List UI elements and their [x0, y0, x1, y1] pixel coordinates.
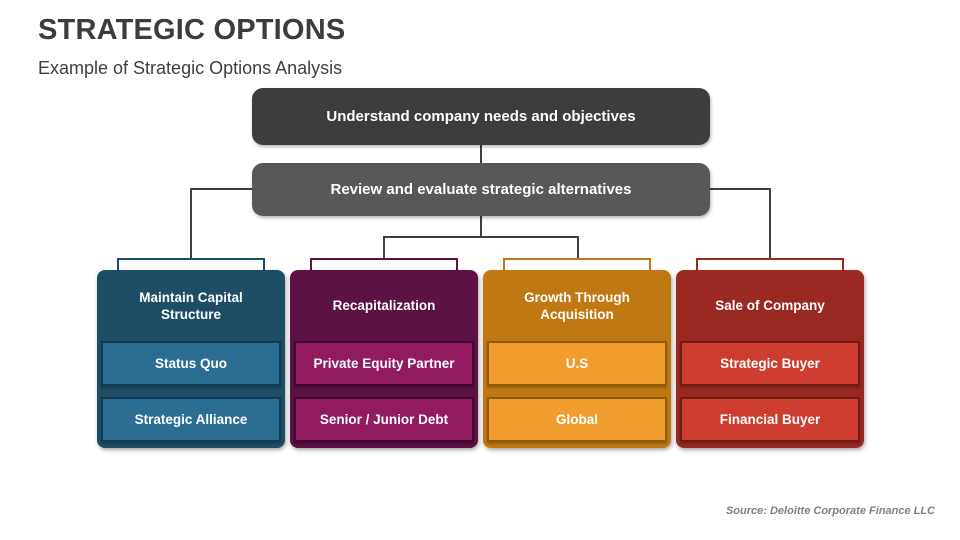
flow-step-understand-needs: Understand company needs and objectives	[252, 88, 710, 145]
column-box: Maintain Capital Structure Status Quo St…	[97, 270, 285, 448]
column-option: Status Quo	[101, 341, 281, 386]
page-subtitle: Example of Strategic Options Analysis	[38, 58, 343, 78]
column-option: Private Equity Partner	[294, 341, 474, 386]
source-note: Source: Deloitte Corporate Finance LLC	[725, 505, 935, 517]
column-option: Global	[487, 397, 667, 442]
page-title: STRATEGIC OPTIONS	[38, 14, 346, 46]
column-box: Recapitalization Private Equity Partner …	[290, 270, 478, 448]
connector-col3-vertical	[577, 236, 579, 259]
connector-col2-vertical	[383, 236, 385, 259]
column-box: Sale of Company Strategic Buyer Financia…	[676, 270, 864, 448]
column-title: Sale of Company	[715, 298, 825, 313]
column-option: U.S	[487, 341, 667, 386]
column-option: Strategic Buyer	[680, 341, 860, 386]
column-maintain-capital-structure: Maintain Capital Structure Status Quo St…	[97, 258, 285, 450]
connector-right-horizontal	[708, 188, 771, 190]
connector-right-vertical	[769, 188, 771, 259]
connector-step1-step2	[480, 145, 482, 163]
column-title: Growth Through Acquisition	[524, 289, 630, 322]
column-recapitalization: Recapitalization Private Equity Partner …	[290, 258, 478, 450]
connector-middle-vertical	[480, 216, 482, 238]
connector-left-vertical	[190, 188, 192, 259]
column-option: Senior / Junior Debt	[294, 397, 474, 442]
column-sale-of-company: Sale of Company Strategic Buyer Financia…	[676, 258, 864, 450]
column-box: Growth Through Acquisition U.S Global	[483, 270, 671, 448]
column-title: Maintain Capital Structure	[139, 289, 243, 322]
connector-left-horizontal	[190, 188, 253, 190]
column-option: Financial Buyer	[680, 397, 860, 442]
connector-middle-horizontal	[383, 236, 579, 238]
flow-step-review-alternatives: Review and evaluate strategic alternativ…	[252, 163, 710, 216]
column-option: Strategic Alliance	[101, 397, 281, 442]
column-growth-through-acquisition: Growth Through Acquisition U.S Global	[483, 258, 671, 450]
column-title: Recapitalization	[332, 298, 436, 313]
